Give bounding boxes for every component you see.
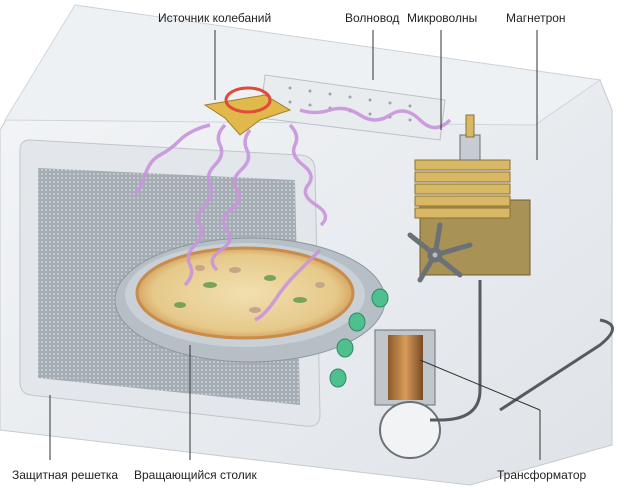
label-magnetron: Магнетрон	[506, 11, 566, 25]
pizza	[135, 246, 355, 340]
control-buttons	[329, 288, 389, 388]
oscillator-source	[203, 86, 292, 136]
microwave-waves	[133, 106, 452, 322]
power-cable	[430, 280, 614, 422]
magnetron	[414, 114, 531, 276]
label-microwaves: Микроволны	[407, 11, 478, 25]
label-oscillator: Источник колебаний	[158, 11, 272, 25]
label-turntable: Вращающийся столик	[134, 468, 257, 482]
label-protective-grid: Защитная решетка	[12, 468, 119, 482]
cooling-fan	[407, 222, 473, 283]
leader-lines	[49, 30, 541, 460]
label-waveguide: Волновод	[345, 11, 400, 25]
label-transformer: Трансформатор	[497, 468, 587, 482]
transformer	[374, 329, 441, 459]
